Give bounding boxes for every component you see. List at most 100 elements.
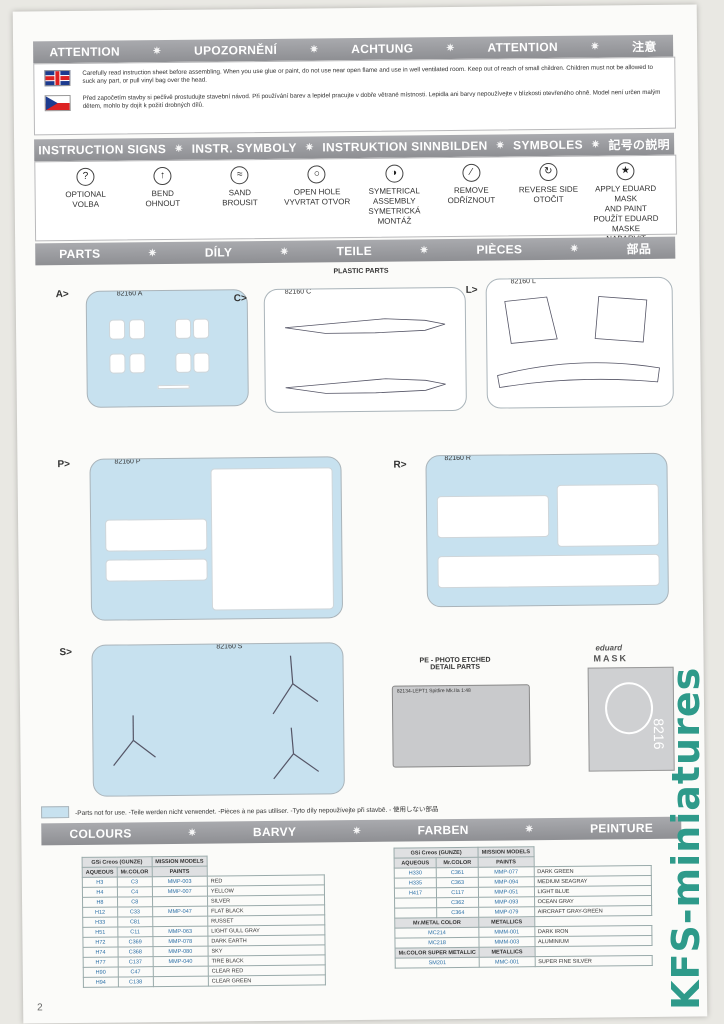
mrcolor-code: C361 bbox=[436, 867, 479, 878]
aqueous-code: H335 bbox=[394, 877, 437, 889]
fuselage-halves-drawing bbox=[284, 318, 446, 394]
aqueous-col-header: AQUEOUS bbox=[82, 867, 118, 878]
mission-code: MMP-047 bbox=[152, 906, 208, 917]
aqueous-code bbox=[394, 907, 437, 919]
signs-heading-fr: SYMBOLES bbox=[513, 137, 583, 153]
star-icon: ✷ bbox=[524, 823, 534, 835]
mission-code bbox=[152, 976, 209, 987]
colour-table-left: GSi Creos (GUNZE) MISSION MODELS AQUEOUS… bbox=[82, 854, 326, 988]
attention-text-cz: Před započetím stavby si pečlivě prostud… bbox=[82, 88, 661, 110]
sprue-part bbox=[174, 318, 192, 339]
star-icon: ✷ bbox=[352, 825, 362, 837]
mission-code: MMP-007 bbox=[152, 886, 208, 897]
mission-code: MMP-080 bbox=[152, 946, 209, 957]
sprue-part bbox=[109, 353, 126, 374]
colours-heading-cz: BARVY bbox=[252, 824, 297, 840]
instruction-sign: ↻REVERSE SIDE OTOČIT bbox=[512, 162, 585, 246]
question-icon: ? bbox=[76, 167, 95, 186]
instruction-sign: ○OPEN HOLE VYVRTAT OTVOR bbox=[281, 165, 354, 248]
aqueous-code bbox=[394, 897, 437, 909]
parts-area: PLASTIC PARTS A> 82160 A C> 82160 C L> bbox=[35, 263, 681, 820]
sprue-s-letter: S> bbox=[59, 647, 73, 659]
mrcolor-code: C4 bbox=[117, 886, 153, 898]
mrcolor-col-header: Mr.COLOR bbox=[436, 857, 479, 868]
mrcolor-code: C117 bbox=[436, 887, 479, 898]
aqueous-code: H74 bbox=[83, 947, 118, 958]
aqueous-code: H4 bbox=[82, 887, 118, 898]
sprue-p: 82160 P bbox=[89, 456, 344, 621]
instruction-sign: ↑BEND OHNOUT bbox=[126, 166, 199, 250]
mission-code: MMP-003 bbox=[151, 876, 208, 887]
parts-heading-en: PARTS bbox=[59, 246, 101, 262]
aqueous-code: H8 bbox=[82, 897, 118, 908]
sprue-part bbox=[128, 319, 146, 340]
mask-star-icon: ★ bbox=[616, 162, 635, 181]
mrcolor-code: C369 bbox=[117, 936, 153, 948]
sprue-part-group bbox=[105, 518, 208, 552]
parts-heading-jp: 部品 bbox=[626, 241, 652, 256]
sprue-r: 82160 R bbox=[425, 452, 669, 608]
mission-header: MISSION MODELS bbox=[151, 856, 208, 867]
colour-name: CLEAR GREEN bbox=[208, 974, 326, 987]
sign-label: OPTIONAL VOLBA bbox=[65, 189, 106, 209]
sand-icon: ≈ bbox=[230, 166, 249, 185]
sprue-part bbox=[192, 318, 210, 339]
sign-label: BEND OHNOUT bbox=[145, 188, 181, 209]
colours-heading-de: FARBEN bbox=[417, 822, 469, 838]
mission-code: MMP-077 bbox=[478, 866, 534, 878]
sprue-l-letter: L> bbox=[465, 284, 478, 296]
sprue-part bbox=[129, 353, 146, 374]
parts-heading-cz: DÍLY bbox=[204, 245, 233, 260]
attention-heading-jp: 注意 bbox=[632, 39, 657, 54]
pe-label: PE - PHOTO ETCHED DETAIL PARTS bbox=[419, 656, 491, 672]
mission-code: MMP-094 bbox=[478, 876, 534, 888]
colours-heading-en: COLOURS bbox=[69, 826, 132, 842]
sprue-part bbox=[175, 352, 192, 373]
parts-heading-fr: PIÈCES bbox=[476, 242, 523, 257]
sprue-part-group bbox=[436, 495, 550, 539]
mission-code: MMM-003 bbox=[479, 936, 535, 948]
mrcolor-code: C33 bbox=[117, 906, 153, 918]
sprue-r-code: 82160 R bbox=[444, 454, 471, 463]
star-icon: ✷ bbox=[309, 43, 319, 55]
sign-label: REVERSE SIDE OTOČIT bbox=[518, 184, 579, 205]
sprue-part-group bbox=[105, 558, 208, 582]
metal-code: SM201 bbox=[395, 957, 480, 969]
sign-label: SYMETRICAL ASSEMBLY SYMETRICKÁ MONTÁŽ bbox=[368, 186, 421, 226]
mrcolor-code: C363 bbox=[436, 877, 479, 888]
sprue-c-letter: C> bbox=[233, 293, 247, 305]
plastic-parts-label: PLASTIC PARTS bbox=[333, 267, 389, 276]
star-icon: ✷ bbox=[187, 827, 197, 839]
sprue-part-group bbox=[437, 553, 660, 589]
mission-code: MMC-001 bbox=[479, 956, 535, 968]
instruction-sign: ⁄REMOVE ODŘÍZNOUT bbox=[435, 163, 508, 246]
page-number: 2 bbox=[37, 1002, 43, 1014]
attention-row-cz: Před započetím stavby si pečlivě prostud… bbox=[35, 82, 675, 113]
colours-bar: COLOURS✷ BARVY✷ FARBEN✷ PEINTURE bbox=[41, 816, 682, 846]
signs-heading-jp: 記号の説明 bbox=[608, 137, 670, 152]
aqueous-col-header: AQUEOUS bbox=[394, 857, 437, 869]
open-hole-icon: ○ bbox=[307, 165, 326, 184]
instruction-sign: ≈SAND BROUSIT bbox=[204, 166, 277, 249]
mission-code bbox=[152, 896, 208, 907]
mission-code: MMP-093 bbox=[478, 896, 535, 908]
remove-icon: ⁄ bbox=[462, 163, 481, 182]
mrcolor-code: C3 bbox=[117, 876, 153, 888]
instruction-sign: ★ APPLY EDUARD MASK AND PAINT POUŽÍT EDUA… bbox=[589, 162, 662, 245]
aqueous-code: H3 bbox=[82, 877, 118, 888]
sprue-part bbox=[157, 384, 190, 390]
sprue-part-group bbox=[556, 483, 660, 547]
mrcolor-code: C364 bbox=[436, 907, 479, 918]
reverse-side-icon: ↻ bbox=[539, 162, 558, 182]
mrcolor-code: C138 bbox=[118, 976, 154, 988]
sign-label: APPLY EDUARD MASK AND PAINT POUŽÍT EDUAR… bbox=[593, 183, 659, 244]
mission-header: MISSION MODELS bbox=[478, 846, 534, 858]
sprue-s: 82160 S bbox=[91, 642, 345, 797]
sub-header: METALLICS bbox=[478, 916, 535, 928]
star-icon: ✷ bbox=[419, 244, 429, 256]
mrcolor-code: C81 bbox=[117, 916, 153, 928]
colour-table-right: GSi Creos (GUNZE) MISSION MODELS AQUEOUS… bbox=[393, 845, 652, 969]
instruction-sign: ◑SYMETRICAL ASSEMBLY SYMETRICKÁ MONTÁŽ bbox=[358, 164, 431, 247]
attention-panel: Carefully read instruction sheet before … bbox=[33, 56, 676, 136]
